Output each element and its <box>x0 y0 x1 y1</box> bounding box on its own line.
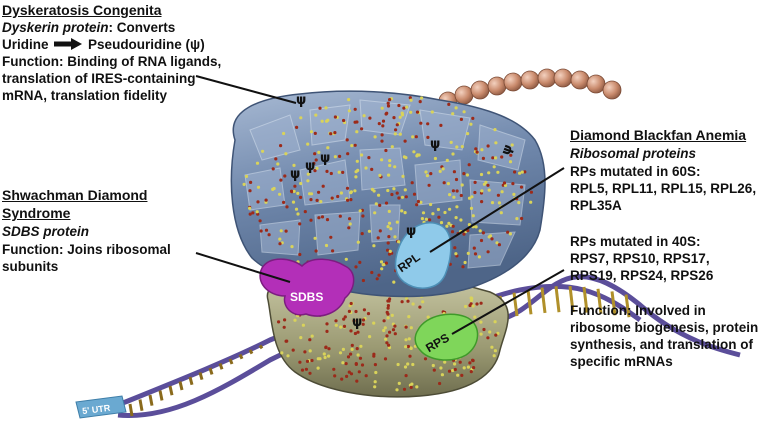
leader-rpl <box>429 167 565 253</box>
rp40-line-1: RPs mutated in 40S: <box>570 234 701 249</box>
dba-title: Diamond Blackfan Anemia <box>570 127 747 143</box>
psi-symbol: ψ <box>352 315 362 330</box>
dba-function-4: specific mRNAs <box>570 354 673 369</box>
dba-function-3: synthesis, and translation of <box>570 337 754 352</box>
utr-tag <box>75 395 127 419</box>
dyskerin-protein-name: Dyskerin protein <box>2 20 109 35</box>
dyskerin-function-1: Function: Binding of RNA ligands, <box>2 54 222 69</box>
leader-lines <box>195 75 565 335</box>
psi-symbol: ψ <box>296 93 306 108</box>
dyskerin-line: Dyskerin protein: Converts <box>2 19 175 36</box>
bead <box>537 68 557 88</box>
psi-symbol: ψ <box>430 137 440 152</box>
sdbs-protein <box>259 258 355 317</box>
rp60-line-1: RPs mutated in 60S: <box>570 164 701 179</box>
bead <box>454 85 474 105</box>
conversion-line: Uridine Pseudouridine (ψ) <box>2 36 205 54</box>
arrow-icon <box>54 37 83 54</box>
dba-protein-name: Ribosomal proteins <box>570 146 697 161</box>
sdbs-label: SDBS <box>290 290 323 304</box>
utr-label: 5' UTR <box>82 403 112 416</box>
converts-text: : Converts <box>108 20 176 35</box>
sdbs-function-2: subunits <box>2 259 59 274</box>
leader-dyskerin <box>195 75 297 104</box>
pseudouridine-text: Pseudouridine (ψ) <box>88 37 205 52</box>
uridine-text: Uridine <box>2 37 49 52</box>
psi-symbol: ψ <box>320 151 330 166</box>
rp60-line-3: RPL35A <box>570 198 622 213</box>
psi-symbols: ψ ψ ψ ψ ψ ψ ψ ψ <box>290 93 516 330</box>
dba-function-2: ribosome biogenesis, protein <box>570 320 759 335</box>
large-subunit <box>230 90 546 298</box>
psi-symbol: ψ <box>499 143 517 158</box>
sdbs-function-1: Function: Joins ribosomal <box>2 242 171 257</box>
bead <box>602 80 622 100</box>
leader-sdbs <box>195 252 291 283</box>
bead <box>470 80 490 100</box>
shwachman-title-1: Shwachman Diamond <box>2 187 148 203</box>
dyskerin-function-3: mRNA, translation fidelity <box>2 88 168 103</box>
rp40-line-2: RPS7, RPS10, RPS17, <box>570 251 710 266</box>
sdbs-protein-name: SDBS protein <box>2 224 90 239</box>
psi-symbol: ψ <box>305 159 315 174</box>
bead <box>586 74 606 94</box>
bead <box>503 72 523 92</box>
dyskeratosis-title: Dyskeratosis Congenita <box>2 2 162 18</box>
psi-symbol: ψ <box>290 167 300 182</box>
rp60-line-2: RPL5, RPL11, RPL15, RPL26, <box>570 181 757 196</box>
bead <box>520 70 540 90</box>
leader-rps <box>451 269 565 335</box>
rp40-line-3: RPS19, RPS24, RPS26 <box>570 268 714 283</box>
bead <box>487 76 507 96</box>
psi-symbol: ψ <box>406 224 416 239</box>
bead <box>570 70 590 90</box>
dba-function-1: Function: Involved in <box>570 303 706 318</box>
dyskerin-function-2: translation of IRES-containing <box>2 71 196 86</box>
bead <box>553 68 573 88</box>
shwachman-title-2: Syndrome <box>2 205 71 221</box>
rps-protein <box>414 313 479 361</box>
rpl-protein <box>394 222 452 289</box>
